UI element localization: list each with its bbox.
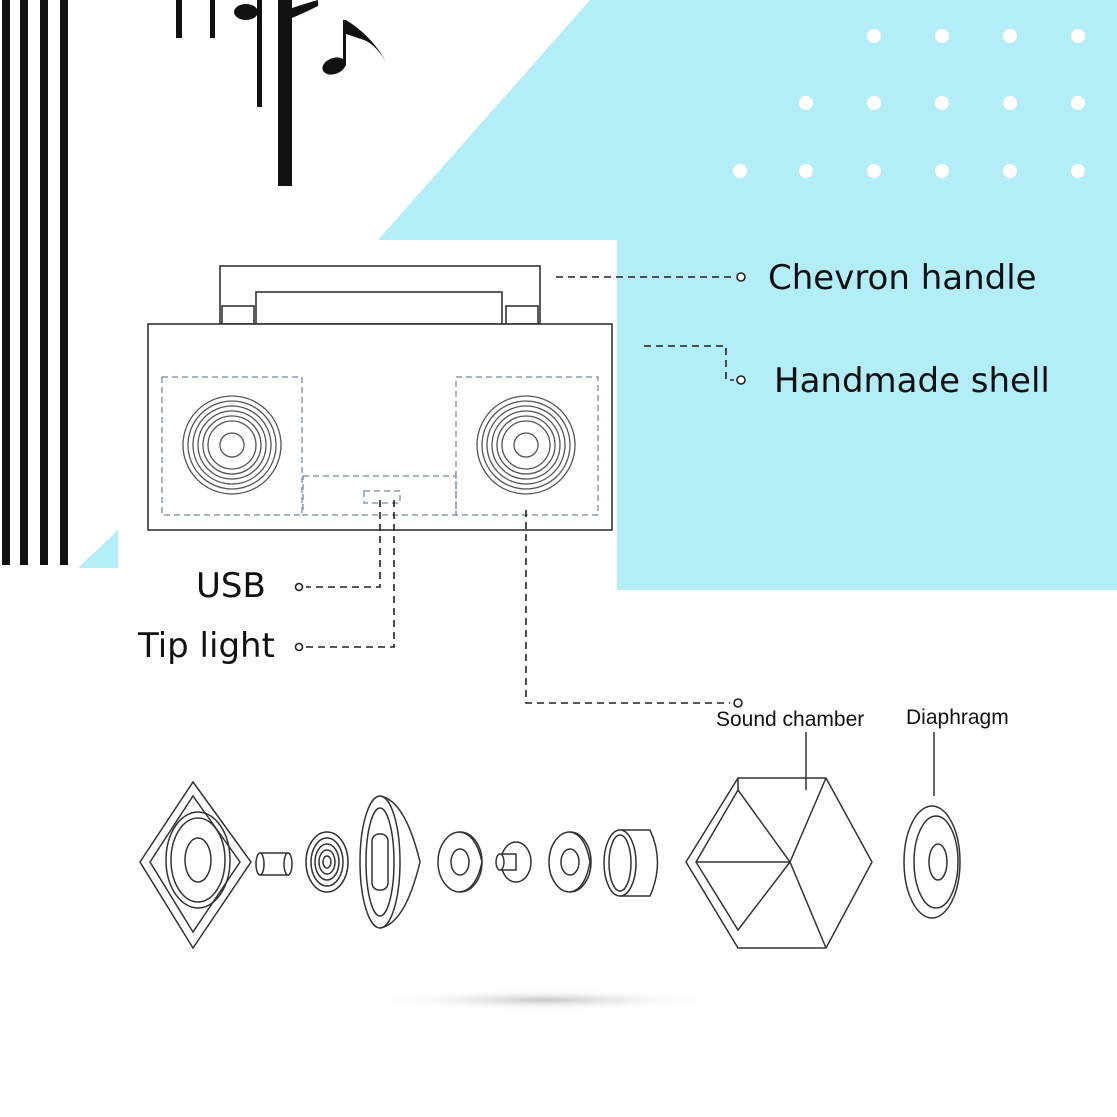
washer-part <box>548 831 592 893</box>
ground-shadow <box>365 989 725 1011</box>
leader-tip-light <box>306 500 395 648</box>
label-sound-chamber: Sound chamber <box>716 708 865 731</box>
label-chevron-handle: Chevron handle <box>768 258 1037 298</box>
cone-part <box>359 795 421 929</box>
coil-part <box>305 831 349 893</box>
magnet-ring-part <box>437 831 483 893</box>
small-cylinder-part <box>255 852 293 876</box>
label-usb: USB <box>196 566 266 606</box>
leader-sound-chamber <box>525 510 730 704</box>
blue-corner-small <box>78 530 118 568</box>
blue-triangle <box>378 0 1117 590</box>
leader-handmade-shell <box>644 345 734 381</box>
pole-piece-part <box>495 841 532 883</box>
leader-lines <box>306 276 734 704</box>
label-diaphragm: Diaphragm <box>906 706 1009 729</box>
label-handmade-shell: Handmade shell <box>774 361 1050 401</box>
dot-grid <box>733 29 1085 178</box>
leader-end-markers <box>294 272 746 708</box>
sound-chamber-part <box>685 777 873 949</box>
music-notes-icon <box>176 0 386 186</box>
exploded-view <box>139 732 961 950</box>
label-tip-light: Tip light <box>138 626 275 666</box>
background-shapes <box>78 0 1117 590</box>
speaker-icon <box>147 265 613 531</box>
diamond-driver-part <box>139 780 252 950</box>
diaphragm-part <box>903 805 961 919</box>
tube-part <box>603 829 659 897</box>
vertical-stripes <box>2 0 68 565</box>
leader-usb <box>306 500 381 588</box>
